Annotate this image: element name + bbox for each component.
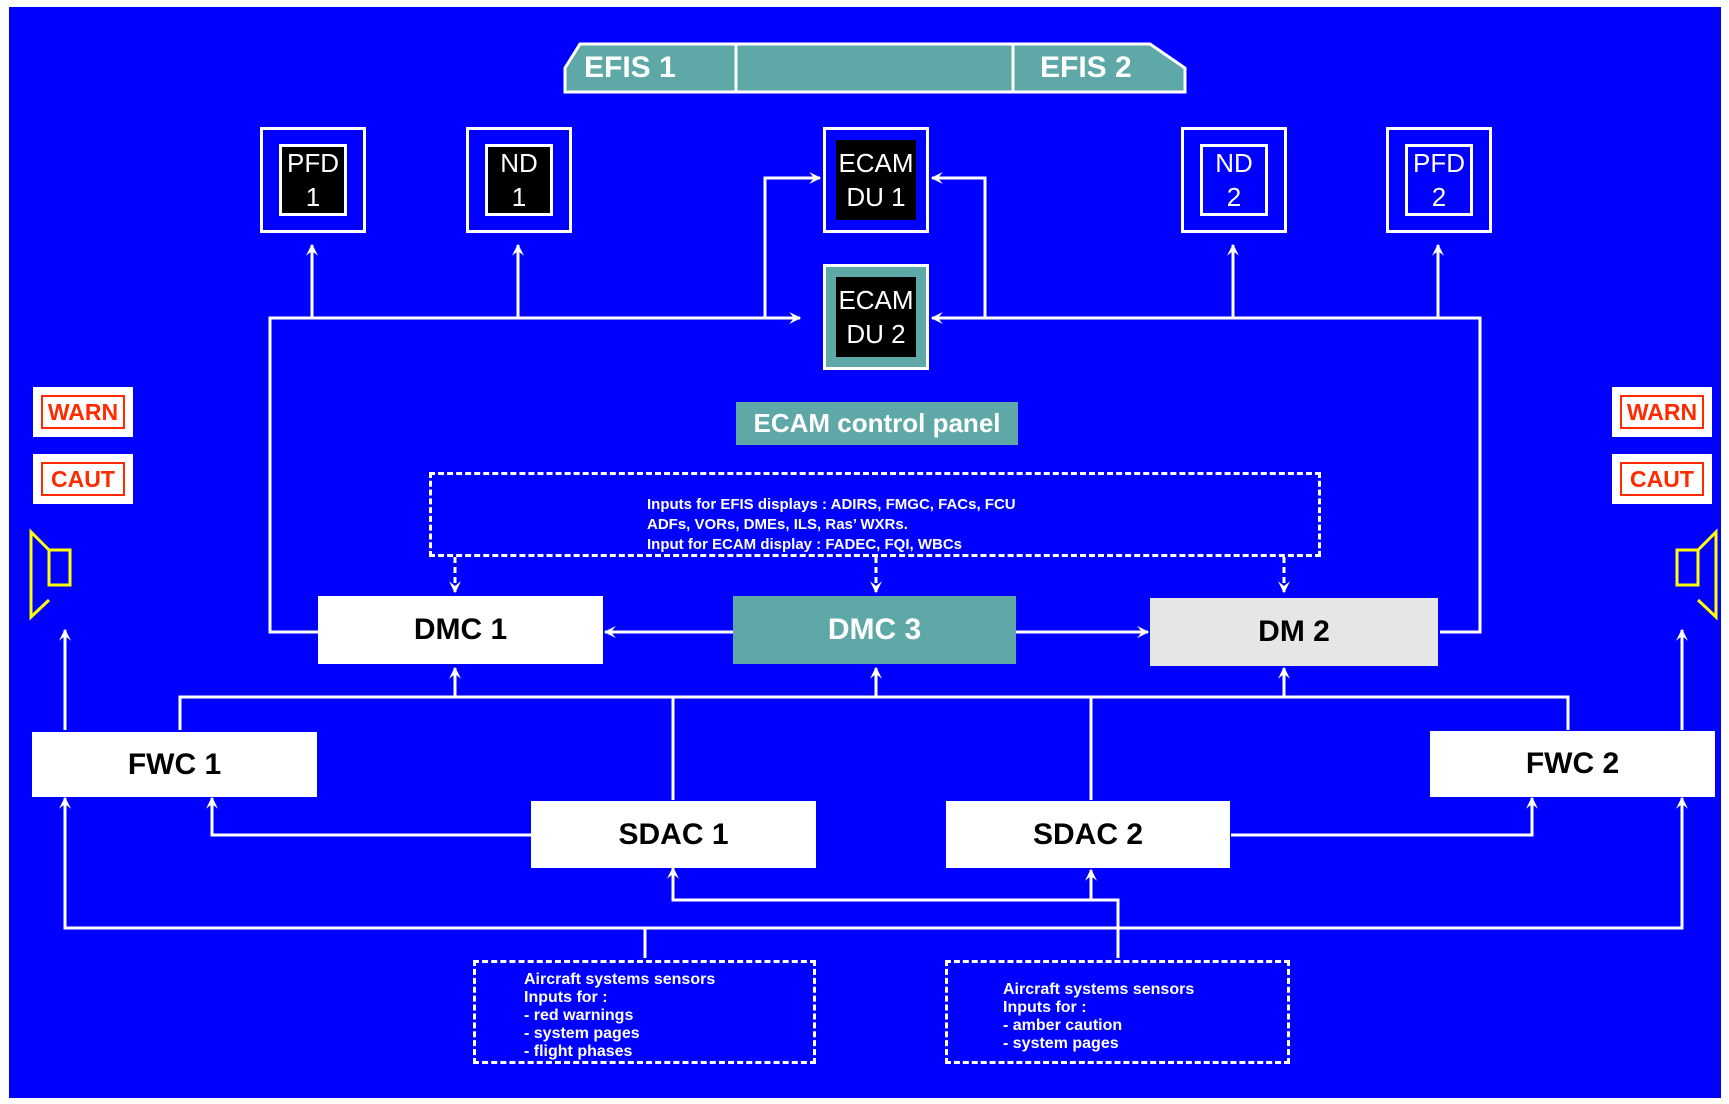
caut-light-right: CAUT bbox=[1612, 454, 1712, 504]
sdac2-to-fwc2 bbox=[1231, 796, 1538, 837]
inputs-line1: Inputs for EFIS displays : ADIRS, FMGC, … bbox=[647, 496, 1016, 513]
sensors-right-line3: - amber caution bbox=[1003, 1017, 1123, 1034]
inputs-line3: Input for ECAM display : FADEC, FQI, WBC… bbox=[647, 536, 962, 553]
fwc1-box: FWC 1 bbox=[32, 732, 317, 797]
caut-light-left: CAUT bbox=[33, 454, 133, 504]
bus-to-ecam-du1-left bbox=[763, 172, 822, 318]
ecam-du1-display: ECAM DU 1 bbox=[823, 127, 929, 233]
nd2-label-line2: 2 bbox=[1226, 182, 1242, 212]
dmc1-box: DMC 1 bbox=[318, 596, 603, 664]
sdac2-box: SDAC 2 bbox=[946, 801, 1230, 868]
dm2-box: DM 2 bbox=[1150, 598, 1438, 666]
inputs-line2: ADFs, VORs, DMEs, ILS, Ras’ WXRs. bbox=[647, 516, 908, 533]
nd1-display: ND 1 bbox=[466, 127, 572, 233]
warn-label-left: WARN bbox=[41, 395, 125, 429]
sensors-right-box: Aircraft systems sensors Inputs for : - … bbox=[945, 960, 1290, 1064]
efis1-label: EFIS 1 bbox=[584, 51, 676, 84]
dmc1-display-bus bbox=[268, 312, 802, 634]
sensors-left-line5: - flight phases bbox=[524, 1043, 633, 1060]
sensors-right-line2: Inputs for : bbox=[1003, 999, 1087, 1016]
pfd2-label-line2: 2 bbox=[1431, 182, 1447, 212]
sensors-left-line1: Aircraft systems sensors bbox=[524, 971, 716, 988]
ecam-du2-label-line2: DU 2 bbox=[846, 319, 906, 349]
pfd1-label-line2: 1 bbox=[305, 182, 321, 212]
ecam-du1-label-line1: ECAM bbox=[838, 148, 914, 178]
bus-to-ecam-du1-right bbox=[930, 172, 987, 318]
sensors-right-line4: - system pages bbox=[1003, 1035, 1119, 1052]
right-loudspeaker-icon bbox=[1675, 528, 1718, 621]
ecam-du1-label-line2: DU 1 bbox=[846, 182, 906, 212]
fwc-sdac-bus bbox=[178, 695, 1570, 730]
nd1-label-line1: ND bbox=[500, 148, 538, 178]
sensors-right-line1: Aircraft systems sensors bbox=[1003, 981, 1195, 998]
nd2-label-line1: ND bbox=[1215, 148, 1253, 178]
pfd2-label-line1: PFD bbox=[1413, 148, 1465, 178]
sdac1-to-fwc1 bbox=[206, 796, 531, 837]
left-loudspeaker-icon bbox=[29, 528, 72, 621]
fwc2-box: FWC 2 bbox=[1430, 731, 1715, 797]
ecam-control-panel: ECAM control panel bbox=[736, 402, 1018, 445]
sensors-left-line2: Inputs for : bbox=[524, 989, 608, 1006]
efis2-label: EFIS 2 bbox=[1040, 51, 1132, 84]
pfd1-display: PFD 1 bbox=[260, 127, 366, 233]
warn-light-right: WARN bbox=[1612, 387, 1712, 437]
sensors-left-box: Aircraft systems sensors Inputs for : - … bbox=[473, 960, 816, 1064]
caut-label-right: CAUT bbox=[1620, 462, 1704, 496]
efis-ecam-inputs-box: Inputs for EFIS displays : ADIRS, FMGC, … bbox=[429, 472, 1321, 557]
nd2-display: ND 2 bbox=[1181, 127, 1287, 233]
sensors-left-feed bbox=[59, 796, 647, 958]
dmc3-box: DMC 3 bbox=[733, 596, 1016, 664]
sensors-right-feed bbox=[667, 866, 1120, 958]
nd1-label-line2: 1 bbox=[511, 182, 527, 212]
pfd2-display: PFD 2 bbox=[1386, 127, 1492, 233]
caut-label-left: CAUT bbox=[41, 462, 125, 496]
pfd1-label-line1: PFD bbox=[287, 148, 339, 178]
sensors-left-line3: - red warnings bbox=[524, 1007, 634, 1024]
sensors-left-line4: - system pages bbox=[524, 1025, 640, 1042]
ecam-du2-display: ECAM DU 2 bbox=[823, 264, 929, 370]
warn-light-left: WARN bbox=[33, 387, 133, 437]
ecam-du2-label-line1: ECAM bbox=[838, 285, 914, 315]
sensors-left-to-sdac2 bbox=[645, 796, 1688, 930]
efis-control-panel bbox=[563, 42, 1187, 94]
sdac1-box: SDAC 1 bbox=[531, 801, 816, 868]
warn-label-right: WARN bbox=[1620, 395, 1704, 429]
dm2-display-bus bbox=[930, 312, 1482, 634]
